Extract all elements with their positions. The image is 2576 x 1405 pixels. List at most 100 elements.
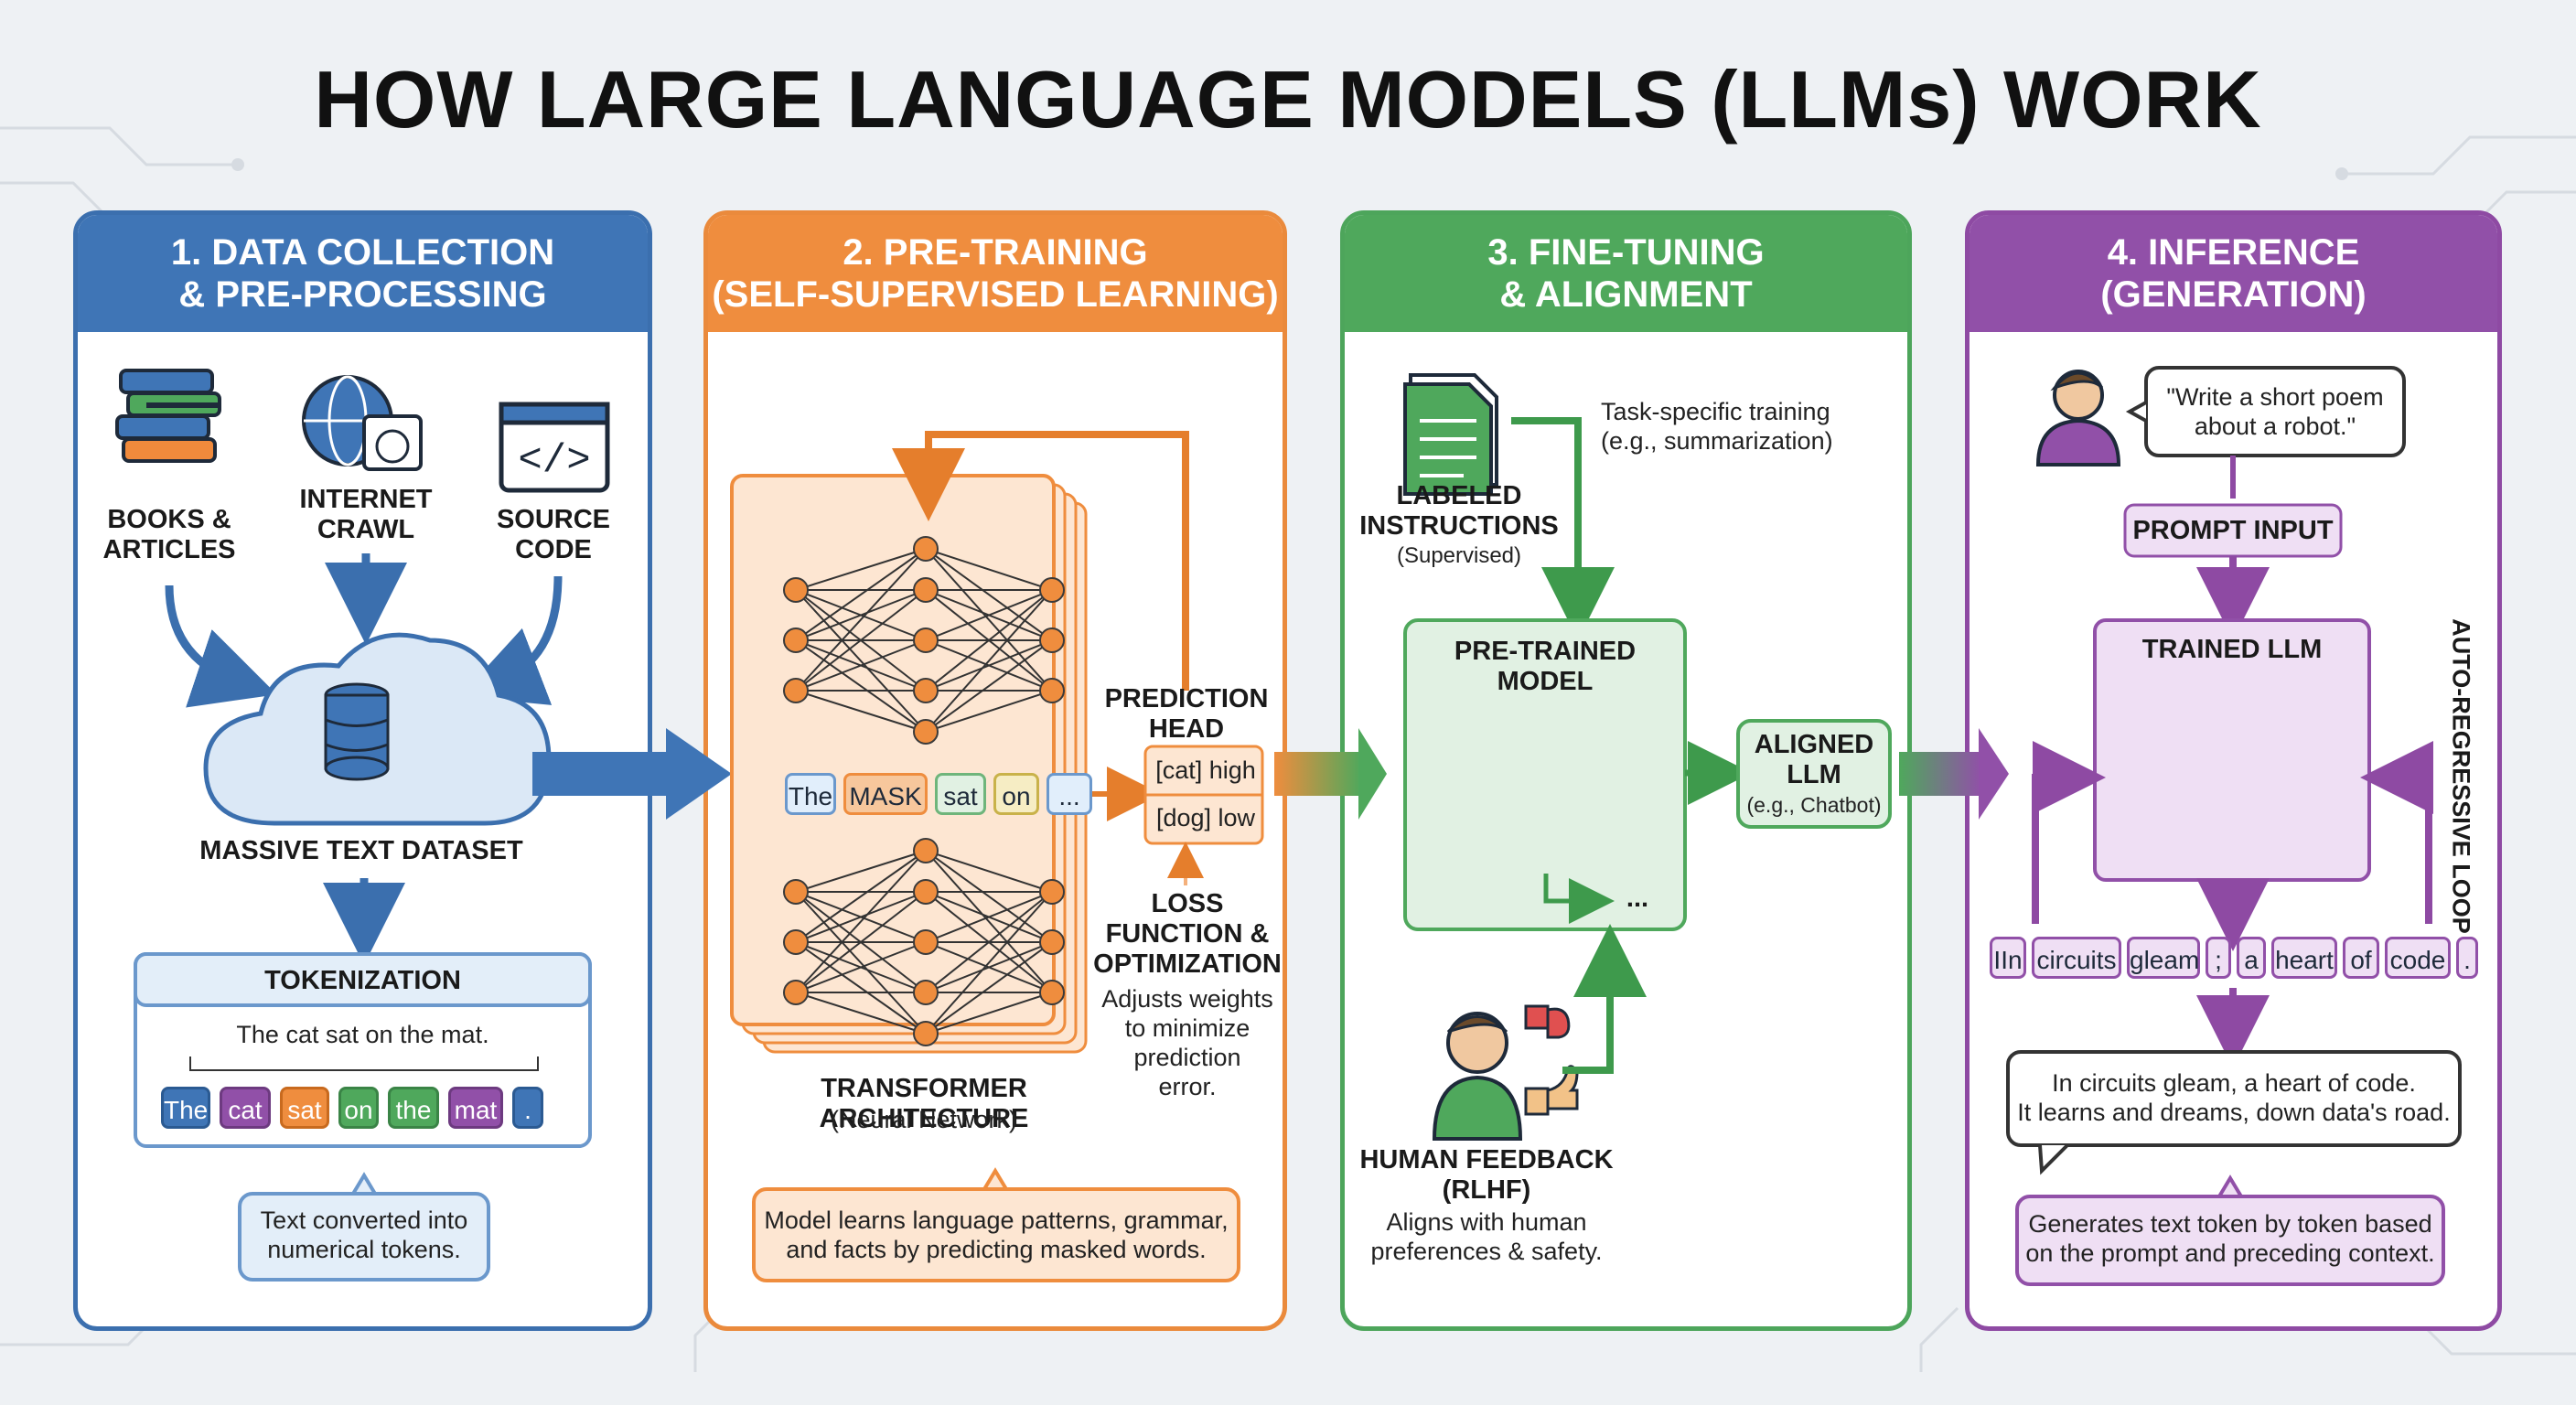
tokenization-title: TOKENIZATION [264,966,461,995]
prediction-row-2: [dog] low [1149,803,1262,832]
header-line: 1. DATA COLLECTION [170,232,555,273]
header-line: & ALIGNMENT [1499,274,1753,315]
prediction-head-label: PREDICTION HEAD [1100,684,1273,745]
tokenization-sentence: The cat sat on the mat. [236,1021,489,1048]
header-line: (SELF-SUPERVISED LEARNING) [712,274,1279,315]
label-line: LOSS [1151,889,1224,918]
desc-line: prediction [1133,1044,1241,1071]
dataset-label: MASSIVE TEXT DATASET [199,836,523,865]
prompt-line: about a robot." [2194,413,2356,440]
page-title: HOW LARGE LANGUAGE MODELS (LLMs) WORK [314,54,2262,145]
label-line: HEAD [1148,714,1225,744]
token: MASK [843,773,928,815]
callout-line: Text converted into [260,1207,468,1234]
auto-regressive-loop-label: AUTO-REGRESSIVE LOOP [2447,618,2475,934]
token: on [993,773,1039,815]
header-line: 3. FINE-TUNING [1487,232,1765,273]
label-line: ALIGNED [1754,730,1874,759]
code-window-icon: </> [499,402,610,493]
panel-header-inference: 4. INFERENCE (GENERATION) [1970,215,2497,332]
label-line: CODE [515,535,592,564]
header-line: & PRE-PROCESSING [178,274,547,315]
token: sat [280,1087,329,1129]
document-icon [1403,373,1498,496]
label-line: (RLHF) [1442,1175,1531,1205]
desc-line: to minimize [1124,1014,1250,1042]
cloud-database-icon [203,632,552,826]
prompt-input-label: PROMPT INPUT [2132,516,2334,545]
token: the [388,1087,439,1129]
desc-line: preferences & safety. [1370,1238,1603,1265]
label-line: ARTICLES [102,535,236,564]
aligned-llm-box [1736,719,1892,829]
transformer-stack [730,474,1088,1054]
token: a [2237,937,2266,979]
prediction-row-1: [cat] high [1149,756,1262,785]
output-line: In circuits gleam, a heart of code. [2052,1069,2416,1097]
task-description: Task-specific training (e.g., summarizat… [1601,397,1894,456]
label-line: LABELED [1396,481,1522,510]
label-line: SOURCE [496,505,611,534]
prediction-token: [cat] [1155,756,1203,784]
label-line: BOOKS & [107,505,231,534]
token: heart [2271,937,2337,979]
callout-text: Generates text token by token based on t… [2017,1209,2443,1268]
aligned-llm-label: ALIGNED LLM [1738,730,1890,790]
token: The [785,773,836,815]
prediction-score: high [1208,756,1256,784]
header-line: 4. INFERENCE [2107,232,2360,273]
token: cat [220,1087,271,1129]
label-line: FUNCTION & [1105,919,1270,949]
aligned-llm-example: (e.g., Chatbot) [1746,793,1882,817]
label-line: PREDICTION [1104,684,1269,713]
callout-line: Generates text token by token based [2028,1210,2432,1238]
neural-network-bottom [783,838,1065,1046]
desc-line: Aligns with human [1386,1208,1587,1236]
output-text: In circuits gleam, a heart of code. It l… [2008,1068,2460,1127]
panel-header-pre-training: 2. PRE-TRAINING (SELF-SUPERVISED LEARNIN… [708,215,1283,332]
token: The [161,1087,210,1129]
token: gleam [2127,937,2200,979]
header-line: 2. PRE-TRAINING [843,232,1148,273]
trained-llm-label: TRAINED LLM [2141,635,2323,664]
ellipsis: ... [1626,884,1649,913]
token: on [338,1087,379,1129]
books-icon [115,369,221,463]
labeled-instructions-sublabel: (Supervised) [1396,543,1522,568]
token: . [512,1087,543,1129]
desc-line: Adjusts weights [1101,985,1273,1013]
source-label-code: SOURCE CODE [485,505,622,565]
svg-text:</>: </> [518,438,590,484]
token: circuits [2032,937,2121,979]
label-line: INSTRUCTIONS [1359,511,1559,541]
callout-line: and facts by predicting masked words. [786,1236,1207,1263]
output-line: It learns and dreams, down data's road. [2017,1099,2451,1126]
user-avatar-icon [2035,370,2121,467]
panel-header-fine-tuning: 3. FINE-TUNING & ALIGNMENT [1345,215,1907,332]
label-line: OPTIMIZATION [1093,949,1282,979]
callout-line: on the prompt and preceding context. [2025,1239,2435,1267]
callout-text: Model learns language patterns, grammar,… [754,1206,1239,1264]
token: mat [448,1087,503,1129]
label-line: HUMAN FEEDBACK [1359,1145,1614,1174]
prompt-line: "Write a short poem [2166,383,2384,411]
label-line: CRAWL [317,515,415,544]
header-line: (GENERATION) [2100,274,2367,315]
flow-arrow-3-to-4 [1899,728,2009,820]
token: sat [935,773,986,815]
token: of [2343,937,2379,979]
person-feedback-icon [1432,1004,1579,1141]
token: . [2456,937,2478,979]
label-line: LLM [1787,760,1841,789]
desc-line: (e.g., summarization) [1601,427,1833,455]
prediction-token: [dog] [1155,804,1212,831]
desc-line: error. [1158,1073,1217,1100]
token: ; [2206,937,2231,979]
flow-arrow-2-to-3 [1274,728,1387,820]
pre-trained-model-label: PRE-TRAINED MODEL [1454,637,1637,696]
globe-icon [302,375,423,471]
token: code [2385,937,2451,979]
human-feedback-label: HUMAN FEEDBACK (RLHF) [1354,1145,1619,1206]
prediction-score: low [1218,804,1256,831]
